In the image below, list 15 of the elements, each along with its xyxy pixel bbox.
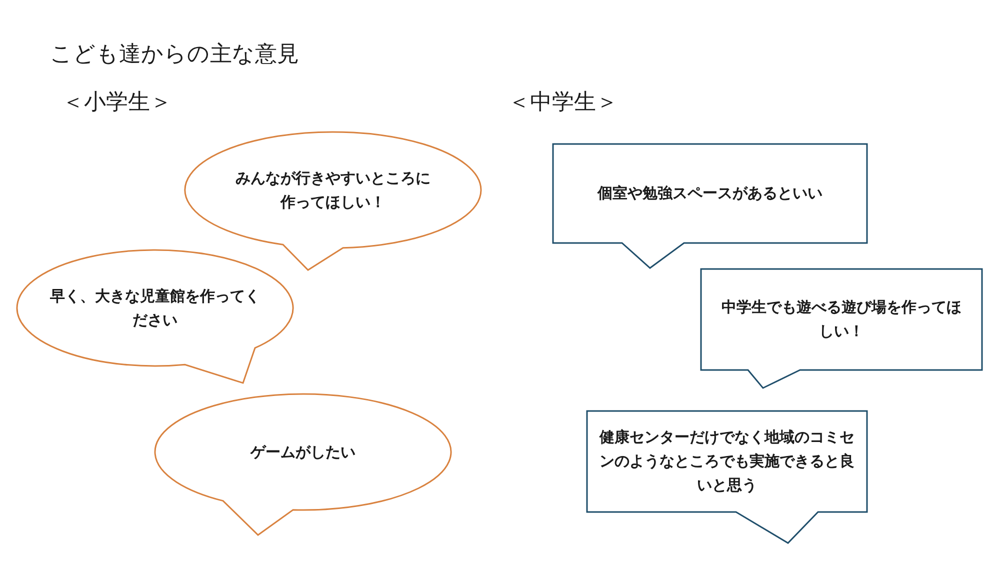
speech-bubble xyxy=(183,130,483,272)
speech-bubble xyxy=(700,268,983,390)
bubble-text: 健康センターだけでなく地域のコミセンのようなところでも実施できると良いと思う xyxy=(598,427,856,496)
speech-bubble xyxy=(552,143,868,270)
group-heading: ＜小学生＞ xyxy=(62,89,172,117)
speech-bubble xyxy=(586,410,868,545)
group-heading: ＜中学生＞ xyxy=(508,89,618,117)
title: こども達からの主な意見 xyxy=(50,41,299,69)
bubble-text: 早く、大きな児童館を作ってください xyxy=(49,286,261,331)
speech-bubble xyxy=(15,248,295,385)
bubble-text: ゲームがしたい xyxy=(249,442,356,463)
bubble-text: みんなが行きやすいところに作ってほしい！ xyxy=(234,168,432,213)
bubble-text: 中学生でも遊べる遊び場を作ってほしい！ xyxy=(722,297,962,342)
speech-bubble xyxy=(153,392,453,537)
bubble-text: 個室や勉強スペースがあるといい xyxy=(596,183,824,204)
